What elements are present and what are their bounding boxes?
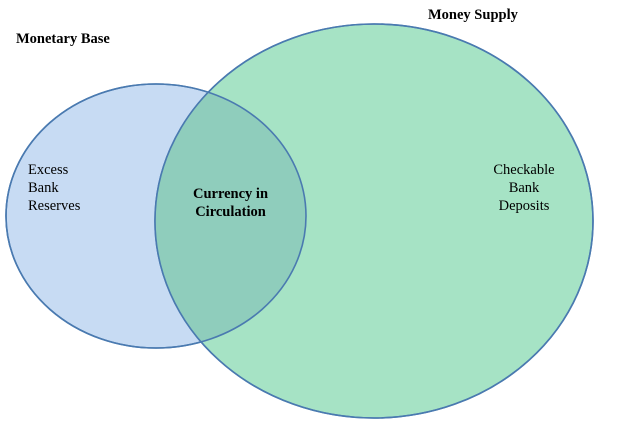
monetary-base-title: Monetary Base (16, 31, 110, 47)
money-supply-outline (154, 23, 594, 419)
money-supply-title: Money Supply (428, 7, 518, 23)
monetary-base-outline (5, 83, 307, 349)
excess-bank-reserves-label: Excess Bank Reserves (28, 162, 81, 214)
currency-in-circulation-label: Currency in Circulation (192, 186, 269, 220)
checkable-bank-deposits-label: Checkable Bank Deposits (493, 162, 555, 214)
